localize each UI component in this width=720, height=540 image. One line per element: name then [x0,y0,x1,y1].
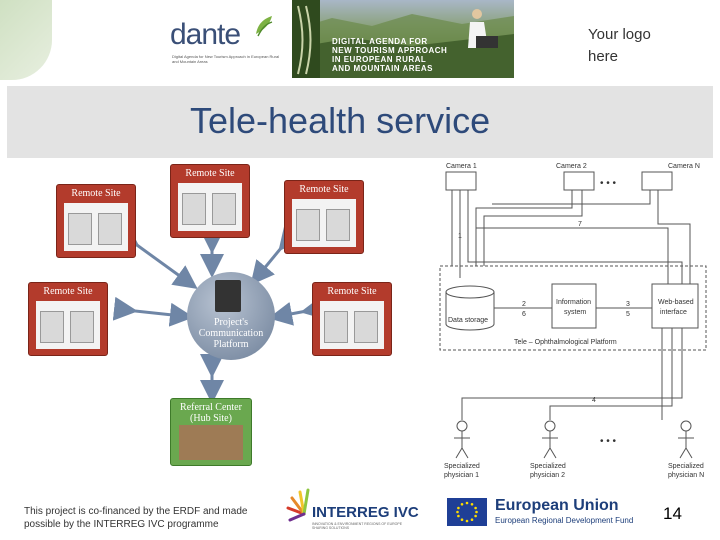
referral-label-line: (Hub Site) [190,413,232,424]
eu-logo: European Union European Regional Develop… [447,496,647,530]
remote-site-right: Remote Site [312,282,392,356]
physician-label: Specialized [530,463,566,470]
camera-label: Camera 2 [556,163,587,170]
web-interface-label: interface [660,309,687,316]
physician-icons [454,420,694,459]
logo-placeholder: Your logo here [588,24,651,68]
banner-line: IN EUROPEAN RURAL [332,55,427,64]
info-system-label: system [564,309,586,316]
remote-site-upper-left: Remote Site [56,184,136,258]
line-number: 7 [578,221,582,228]
interreg-tagline: INNOVATION & ENVIRONMENT REGIONS OF EURO… [312,522,403,530]
dante-logo-text: dante [170,18,241,51]
page-number: 14 [663,504,682,523]
eu-fund-name: European Regional Development Fund [495,516,634,525]
line-number: 5 [626,311,630,318]
physician-label: physician 2 [530,472,565,479]
communication-platform: Project's Communication Platform [187,272,275,360]
logo-placeholder-line: Your logo [588,26,651,43]
server-icon [215,280,241,312]
camera-icon [641,171,673,191]
camera-icon [445,171,477,191]
platform-label-line: Communication [198,328,264,339]
referral-center: Referral Center (Hub Site) [170,398,252,466]
remote-site-label: Remote Site [185,168,235,179]
ellipsis: • • • [600,436,617,447]
doctor-image [179,425,243,460]
physician-label: physician N [668,472,704,479]
eu-name: European Union [495,497,619,514]
network-diagram: Remote Site Remote Site Remote Site Remo… [22,160,412,470]
camera-label: Camera 1 [446,163,477,170]
project-banner: DIGITAL AGENDA FOR NEW TOURISM APPROACH … [292,0,514,78]
platform-label-line: Project's [213,317,249,328]
logo-placeholder-line: here [588,48,619,65]
medical-device-image [292,199,356,247]
medical-device-image [178,183,242,231]
medical-device-image [36,301,100,349]
medical-device-image [320,301,384,349]
line-number: 6 [522,311,526,318]
platform-name: Tele – Ophthalmological Platform [514,339,617,346]
funding-notice: This project is co-financed by the ERDF … [24,506,248,530]
camera-icon [563,171,595,191]
eu-flag-icon [447,498,487,526]
ellipsis: • • • [600,178,617,189]
banner-line: DIGITAL AGENDA FOR [332,37,428,46]
storage-label: Data storage [448,317,488,324]
title-band [7,86,713,158]
landscape-image [292,0,514,78]
physician-label: physician 1 [444,472,479,479]
line-number: 1 [458,233,462,240]
remote-site-label: Remote Site [327,286,377,297]
remote-site-label: Remote Site [71,188,121,199]
connection-arrows [112,223,327,404]
web-interface-label: Web-based [658,299,694,306]
remote-site-top: Remote Site [170,164,250,238]
line-number: 3 [626,301,630,308]
sunburst-icon [286,488,310,522]
medical-device-image [64,203,128,251]
remote-site-label: Remote Site [299,184,349,195]
camera-label: Camera N [668,163,700,170]
info-system-label: Information [556,299,591,306]
platform-label-line: Platform [213,339,249,350]
line-number: 4 [592,397,596,404]
remote-site-left: Remote Site [28,282,108,356]
interreg-name: INTERREG IVC [312,504,419,521]
dante-tagline: Digital Agenda for New Tourism Approach … [172,54,280,64]
platform-label: Project's Communication Platform [187,317,275,350]
slide-title: Tele-health service [190,100,491,141]
leaf-icon [256,16,273,37]
remote-site-label: Remote Site [43,286,93,297]
interreg-logo: INTERREG IVC INNOVATION & ENVIRONMENT RE… [280,484,425,534]
remote-site-upper-right: Remote Site [284,180,364,254]
banner-line: NEW TOURISM APPROACH [332,46,448,55]
referral-label: Referral Center (Hub Site) [171,402,251,424]
physician-label: Specialized [444,463,480,470]
physician-label: Specialized [668,463,704,470]
corner-decoration [0,0,52,80]
tele-ophthalmology-diagram: Camera 1 Camera 2 Camera N • • • 7 1 2 6… [432,158,712,488]
banner-line: AND MOUNTAIN AREAS [332,64,433,73]
line-number: 2 [522,301,526,308]
banner-text: DIGITAL AGENDA FOR NEW TOURISM APPROACH … [332,37,447,73]
referral-label-line: Referral Center [180,402,242,413]
platform-schematic: Camera 1 Camera 2 Camera N • • • 7 1 2 6… [439,163,707,479]
dante-logo: dante [170,16,273,52]
